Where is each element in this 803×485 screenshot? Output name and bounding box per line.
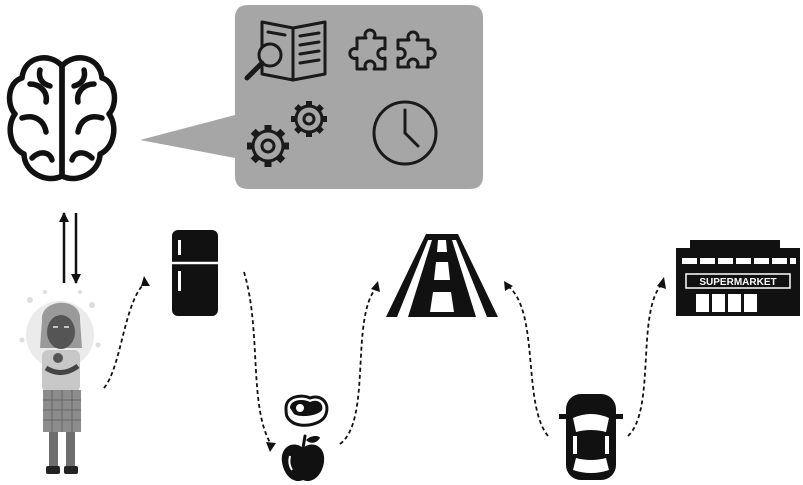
arrowhead-road-out	[504, 281, 513, 291]
path-apple-to-road	[340, 288, 376, 444]
meat-icon	[286, 396, 327, 425]
arrowhead-supermarket	[657, 277, 666, 289]
person-icon	[20, 290, 101, 474]
arrowhead-road	[371, 281, 380, 292]
arrowhead-apple	[266, 442, 276, 452]
thought-bubble	[140, 5, 483, 189]
supermarket-icon: SUPERMARKET	[676, 240, 800, 316]
road-icon	[386, 234, 498, 317]
car-icon	[559, 394, 623, 480]
path-person-to-fridge	[104, 282, 146, 388]
path-fridge-to-apple	[244, 272, 272, 446]
refrigerator-icon	[172, 230, 218, 316]
path-road-to-car	[508, 286, 548, 436]
apple-icon	[282, 436, 324, 481]
arrowhead-fridge	[141, 276, 150, 286]
brain-icon	[10, 58, 115, 179]
path-car-to-supermarket	[628, 284, 662, 436]
supermarket-sign: SUPERMARKET	[699, 277, 776, 288]
two-way-arrows	[59, 212, 81, 284]
